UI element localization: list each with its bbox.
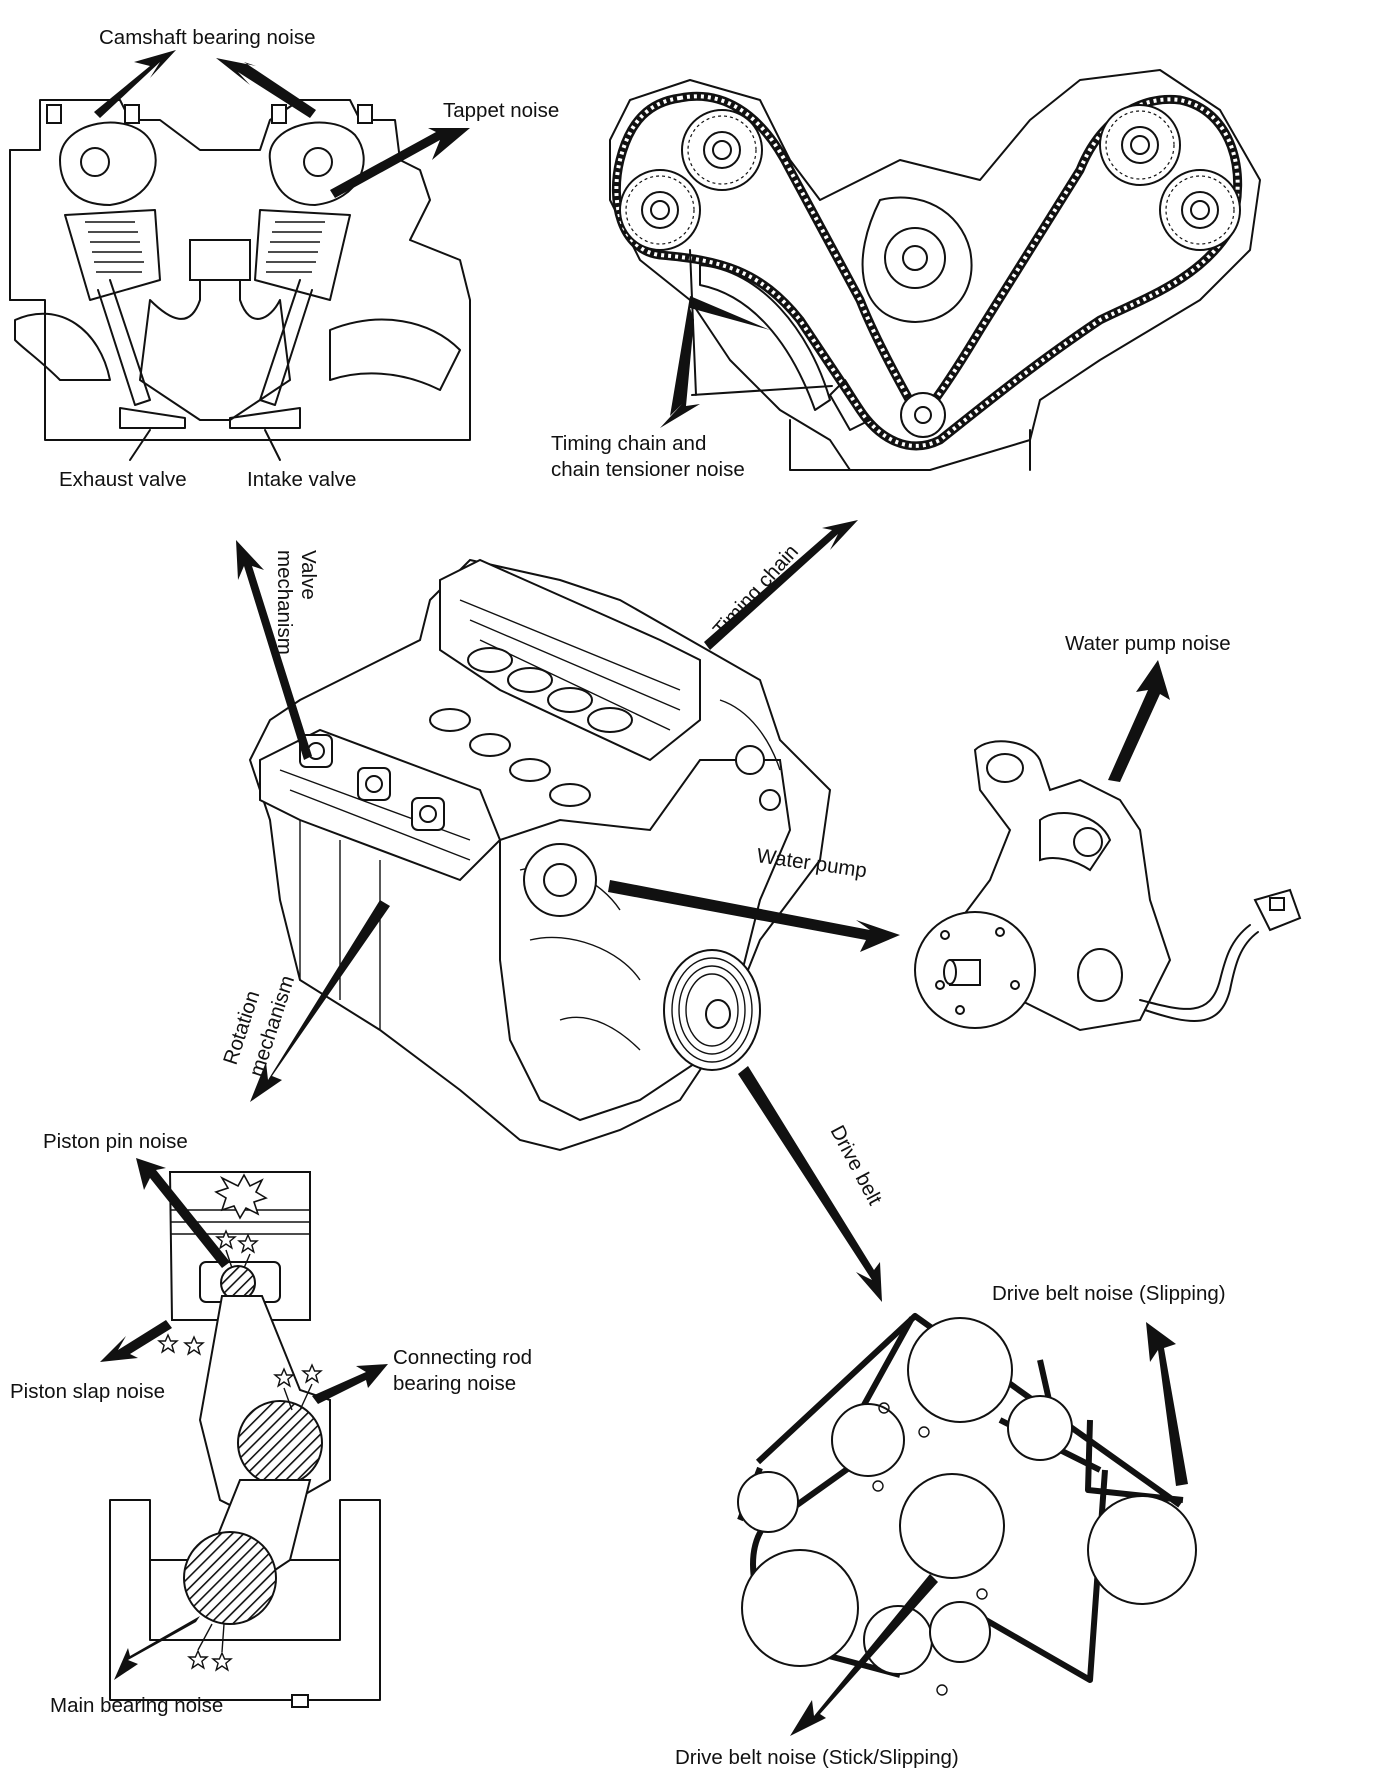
drive-belt-noise-stick-label: Drive belt noise (Stick/Slipping) (675, 1746, 959, 1769)
camshaft-arrow-left (94, 50, 176, 118)
piston-pin (220, 1265, 256, 1301)
piston-slap-noise-arrow (100, 1320, 172, 1362)
camshaft-bearing-noise-label: Camshaft bearing noise (99, 26, 316, 49)
combustion-burst-icon (214, 1173, 268, 1220)
camshaft-arrow-right (216, 58, 316, 118)
main-bearing-journal (183, 1531, 277, 1625)
timing-chain-section (609, 69, 1261, 471)
intake-manifold (429, 647, 633, 807)
left-intake-sprocket (681, 109, 763, 191)
crankshaft-pulley (663, 949, 761, 1071)
timing-chain-noise-arrow (660, 296, 770, 428)
power-steering-pulley (1087, 1495, 1197, 1605)
exhaust-valve-label: Exhaust valve (59, 468, 187, 491)
valve-mechanism-arrow (236, 540, 312, 760)
crankshaft-belt-pulley (899, 1473, 1005, 1579)
idler-pulley (831, 1403, 905, 1477)
left-exhaust-sprocket (619, 169, 701, 251)
intake-camshaft (268, 121, 365, 207)
main-bearing-noise-label: Main bearing noise (50, 1694, 223, 1717)
water-pump-arrow (608, 880, 900, 952)
v6-engine-assembly (248, 558, 832, 1152)
piston-slap-noise-label: Piston slap noise (10, 1380, 165, 1403)
crankpin (237, 1400, 323, 1486)
drive-belt-noise-slipping-arrow (1146, 1322, 1188, 1486)
cylinder-head-section (9, 99, 471, 461)
water-pump-section (914, 740, 1302, 1032)
piston-pin-noise-arrow (136, 1158, 230, 1268)
connecting-rod-noise-arrow (312, 1364, 388, 1404)
compressor-pulley (741, 1549, 859, 1667)
valve-mechanism-label-line1: Valve (297, 550, 320, 600)
piston-section (109, 1171, 381, 1708)
valve-mechanism-label-line2: mechanism (273, 550, 296, 655)
tappet-arrow (330, 128, 470, 198)
exhaust-camshaft (58, 121, 157, 207)
drive-belt-noise-slipping-label: Drive belt noise (Slipping) (992, 1282, 1226, 1305)
drive-belt-section (737, 1313, 1197, 1696)
timing-chain-label: Timing chain (709, 540, 803, 641)
tensioner-pulley (1007, 1395, 1073, 1461)
exhaust-valve-spring (64, 209, 161, 406)
ignition-coils (299, 734, 445, 831)
small-idler-pulley (737, 1471, 799, 1533)
intake-valve-label: Intake valve (247, 468, 356, 491)
main-bearing-noise-arrow (114, 1616, 200, 1680)
timing-chain-noise-label-line2: chain tensioner noise (551, 458, 745, 481)
piston-pin-noise-label: Piston pin noise (43, 1130, 188, 1153)
connecting-rod-label-line1: Connecting rod (393, 1346, 532, 1369)
timing-chain-noise-label-line1: Timing chain and (551, 432, 706, 455)
drive-belt-arrow (738, 1066, 882, 1302)
connecting-rod-label-line2: bearing noise (393, 1372, 516, 1395)
intake-valve-spring (254, 209, 351, 406)
water-pump-noise-label: Water pump noise (1065, 632, 1231, 655)
drive-belt-noise-stick-arrow (790, 1574, 938, 1736)
timing-chain-arrow (704, 520, 858, 650)
rotation-mechanism-arrow (250, 900, 390, 1102)
lower-idler-pulley (929, 1601, 991, 1663)
water-pump-noise-arrow (1108, 660, 1170, 782)
right-exhaust-sprocket (1159, 169, 1241, 251)
alternator-pulley (907, 1317, 1013, 1423)
tappet-noise-label: Tappet noise (443, 99, 559, 122)
right-intake-sprocket (1099, 104, 1181, 186)
drive-belt-label: Drive belt (826, 1122, 887, 1210)
